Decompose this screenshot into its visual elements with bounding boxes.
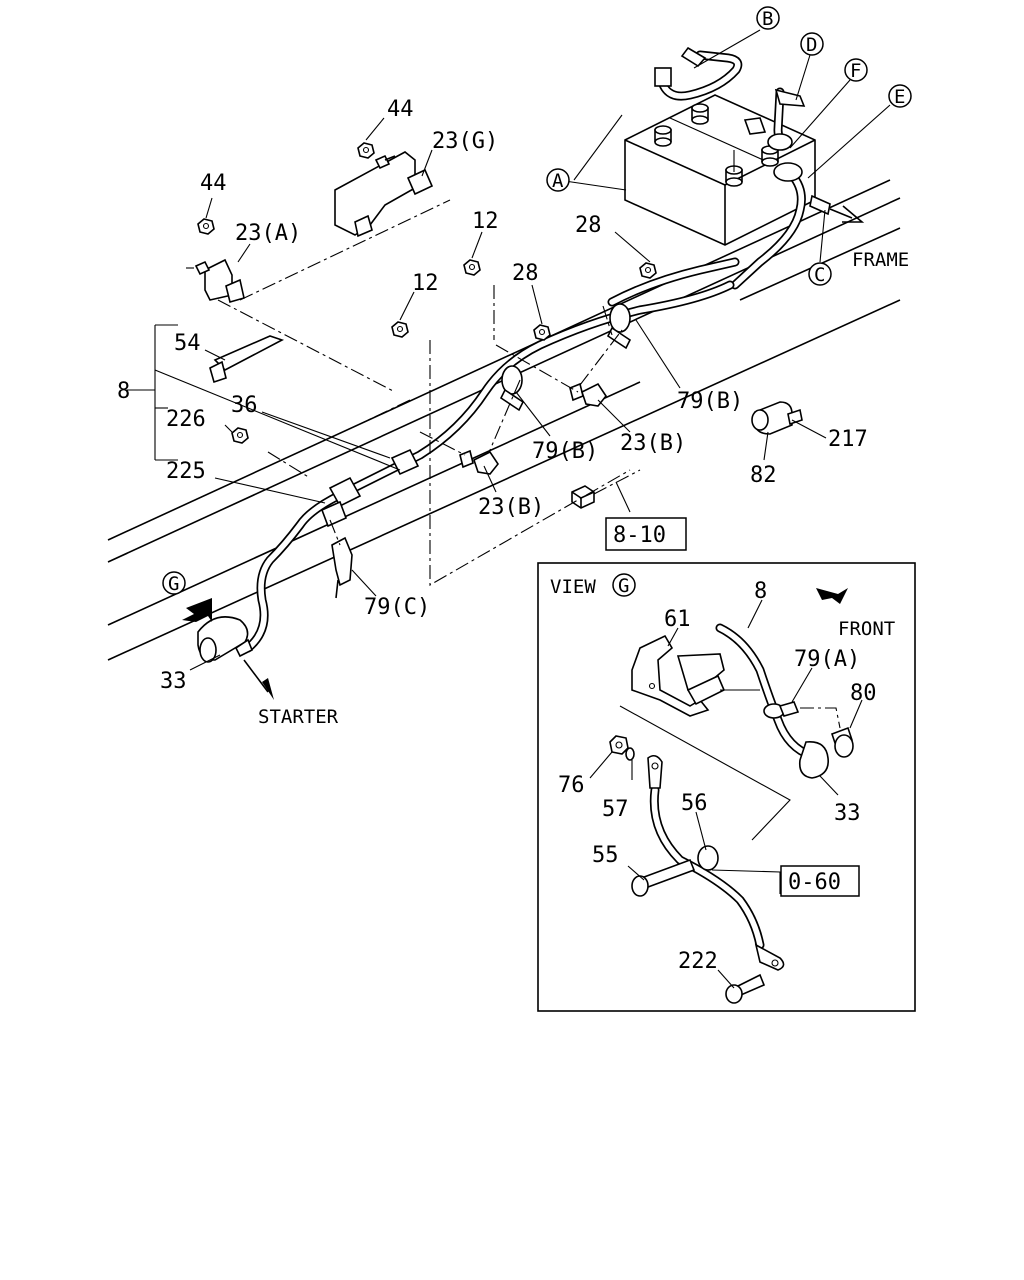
callout-c-letter: C <box>814 264 825 286</box>
dashed-mount-lines <box>186 199 641 586</box>
nut-44-upper <box>357 142 375 159</box>
bolt-44-lower <box>194 260 211 276</box>
leader-lines <box>125 29 891 671</box>
bracket-23g <box>334 151 434 238</box>
clamp-79b-upper <box>606 303 632 350</box>
inset-bolt-80 <box>830 726 854 758</box>
inset-label-79a: 79(A) <box>794 647 860 672</box>
label-frame: FRAME <box>852 249 909 271</box>
starter-arrow <box>243 659 274 700</box>
label-79b-upper: 79(B) <box>677 389 743 414</box>
bolt-23b-left <box>459 449 499 475</box>
bolt-23b-right <box>569 382 607 407</box>
label-82: 82 <box>750 463 777 488</box>
main-battery-cable <box>730 162 865 290</box>
label-79b-lower: 79(B) <box>532 439 598 464</box>
view-g-arrow <box>182 598 212 622</box>
label-44-upper: 44 <box>387 97 414 122</box>
callout-f: F <box>844 58 868 82</box>
inset-view-letter: G <box>618 575 629 597</box>
label-12-lower: 12 <box>412 271 439 296</box>
inset-bolt-55 <box>631 858 696 897</box>
grommet-82 <box>751 401 803 435</box>
label-23a: 23(A) <box>235 221 301 246</box>
label-54: 54 <box>174 331 201 356</box>
connector-block-8-10 <box>571 485 595 509</box>
label-33: 33 <box>160 669 187 694</box>
inset-label-76: 76 <box>558 773 585 798</box>
ref-label-8-10: 8-10 <box>613 523 666 548</box>
callout-c: C <box>808 262 832 286</box>
callout-d: D <box>800 32 824 56</box>
nut-226 <box>231 427 249 444</box>
callout-e-letter: E <box>894 86 905 108</box>
label-23b-left: 23(B) <box>478 495 544 520</box>
label-44-lower: 44 <box>200 171 227 196</box>
clip-54 <box>209 335 285 384</box>
clamp-79b-lower <box>499 365 525 412</box>
part-labels: 44 23(G) 44 23(A) 12 28 12 28 54 8 36 22… <box>117 97 909 728</box>
label-starter: STARTER <box>258 706 339 728</box>
bolt-44-upper <box>374 154 396 170</box>
label-225: 225 <box>166 459 206 484</box>
bracket-23a <box>204 258 245 303</box>
battery-jumper-cable <box>654 46 743 101</box>
callout-a-letter: A <box>552 170 564 192</box>
label-226: 226 <box>166 407 206 432</box>
label-23b-right: 23(B) <box>620 431 686 456</box>
callout-e: E <box>888 84 912 108</box>
ref-box-8-10: 8-10 <box>605 517 687 551</box>
callout-b-letter: B <box>762 8 773 30</box>
inset-cable-8 <box>715 623 829 779</box>
inset-ground-cable <box>647 754 785 971</box>
battery-box <box>624 94 816 246</box>
inset-label-55: 55 <box>592 843 619 868</box>
label-217: 217 <box>828 427 868 452</box>
harness-connector <box>320 448 420 528</box>
ref-label-0-60: 0-60 <box>788 870 841 895</box>
inset-label-57: 57 <box>602 797 629 822</box>
callout-f-letter: F <box>850 60 861 82</box>
inset-bracket-61 <box>631 634 760 717</box>
ref-box-0-60: 0-60 <box>780 865 860 897</box>
inset-nut-76 <box>609 735 629 755</box>
inset-washer-57 <box>625 747 635 761</box>
front-arrow <box>816 588 848 604</box>
callout-g: G <box>162 571 186 595</box>
battery-terminal-cables <box>743 87 806 151</box>
starter-terminal-boot <box>197 616 254 663</box>
callout-g-letter: G <box>168 573 179 595</box>
inset-view-g: VIEW G FRONT <box>537 562 916 1012</box>
nut-44-lower <box>197 218 215 235</box>
label-36: 36 <box>231 393 258 418</box>
clip-79c <box>331 536 353 599</box>
nut-12-lower <box>391 321 409 338</box>
inset-label-33: 33 <box>834 801 861 826</box>
inset-label-61: 61 <box>664 607 691 632</box>
label-8: 8 <box>117 379 130 404</box>
nut-28-lower <box>533 324 551 341</box>
inset-label-8: 8 <box>754 579 767 604</box>
callout-d-letter: D <box>806 34 817 56</box>
label-28-lower: 28 <box>512 261 539 286</box>
callout-b: B <box>756 6 780 30</box>
label-28-upper: 28 <box>575 213 602 238</box>
callout-a: A <box>546 168 570 192</box>
inset-bolt-222 <box>725 973 766 1004</box>
label-23g: 23(G) <box>432 129 498 154</box>
label-79c: 79(C) <box>364 595 430 620</box>
inset-label-222: 222 <box>678 949 718 974</box>
nut-12-upper <box>463 259 481 276</box>
inset-view-word: VIEW <box>550 576 596 598</box>
inset-label-80: 80 <box>850 681 877 706</box>
label-12-upper: 12 <box>472 209 499 234</box>
nut-28-upper <box>639 262 657 279</box>
inset-label-front: FRONT <box>838 618 895 640</box>
inset-title: VIEW G <box>550 573 636 598</box>
inset-label-56: 56 <box>681 791 708 816</box>
